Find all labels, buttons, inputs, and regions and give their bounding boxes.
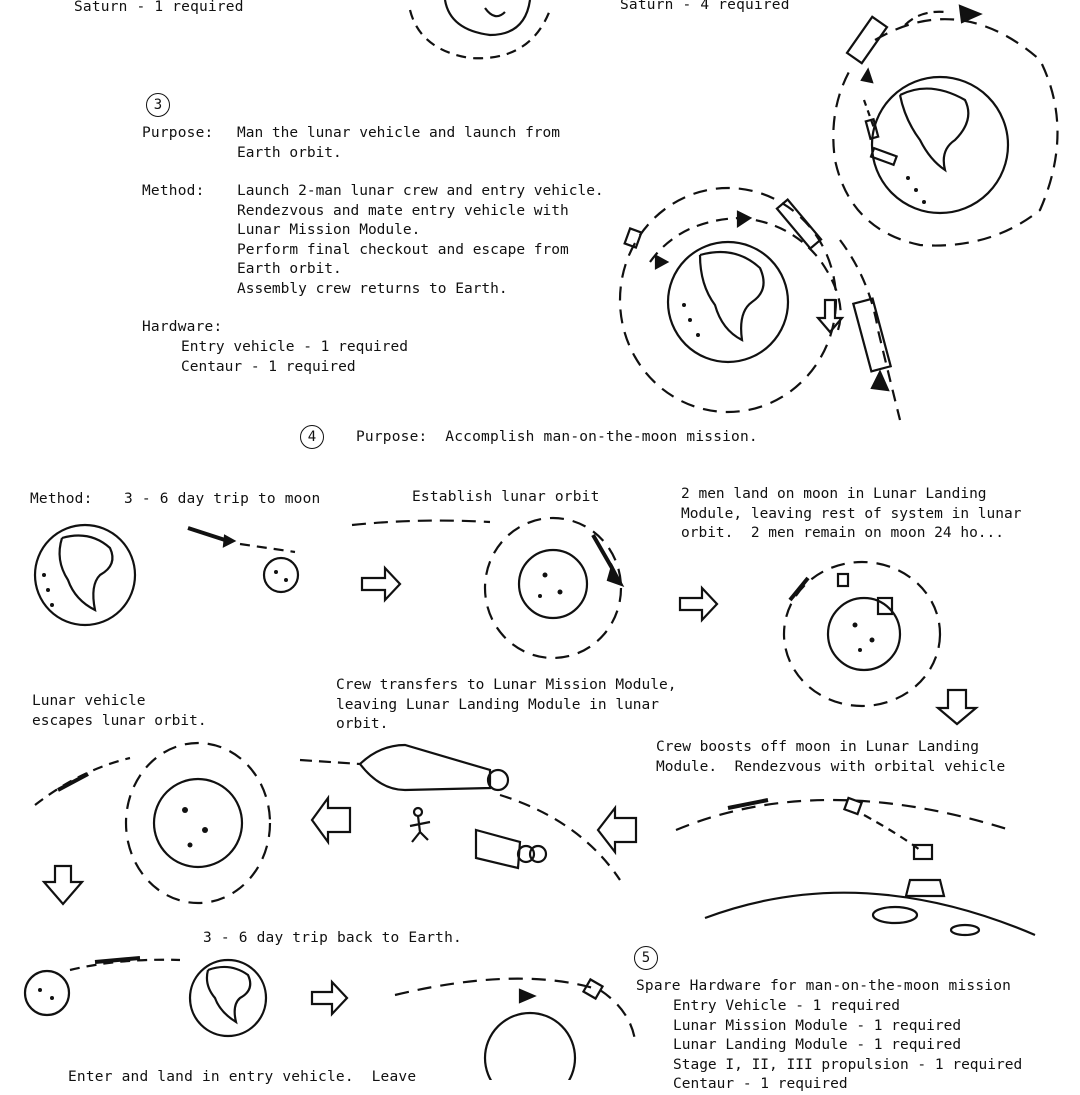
step3-hardware-list: Entry vehicle - 1 required Centaur - 1 r… bbox=[181, 339, 408, 375]
step3-method-label: Method: bbox=[142, 183, 205, 199]
flow-arrow-left-2 bbox=[596, 804, 638, 856]
lunar-orbit-drawing bbox=[351, 516, 625, 660]
step3-hardware-label: Hardware: bbox=[142, 319, 223, 335]
step3-purpose-label: Purpose: bbox=[142, 125, 214, 141]
step4-method-label: Method: bbox=[30, 491, 93, 507]
step3-earth-drawing bbox=[618, 186, 902, 421]
top-right-hardware: Saturn - 4 required bbox=[620, 0, 790, 13]
reentry-drawing bbox=[394, 977, 637, 1080]
step4-number: 4 bbox=[300, 425, 324, 449]
step4-purpose: Purpose: Accomplish man-on-the-moon miss… bbox=[356, 429, 758, 445]
step5-number: 5 bbox=[634, 946, 658, 970]
flow-arrow-down-1 bbox=[934, 688, 980, 726]
flow-arrow-right-1 bbox=[360, 565, 402, 603]
step3-purpose-text: Man the lunar vehicle and launch from Ea… bbox=[237, 125, 561, 161]
top-left-hardware: Saturn - 1 required bbox=[74, 0, 244, 15]
flow-arrow-right-2 bbox=[678, 585, 719, 623]
top-earth-orbit-drawing bbox=[408, 0, 552, 60]
transfer-drawing bbox=[299, 743, 621, 881]
step3-number: 3 bbox=[146, 93, 170, 117]
transfer-description: Crew transfers to Lunar Mission Module, … bbox=[336, 677, 677, 732]
flow-arrow-left-1 bbox=[310, 794, 352, 846]
step3-method-text: Launch 2-man lunar crew and entry vehicl… bbox=[237, 183, 604, 297]
escape-drawing bbox=[34, 741, 272, 905]
trip-back-label: 3 - 6 day trip back to Earth. bbox=[203, 930, 462, 946]
flow-arrow-right-3 bbox=[310, 979, 349, 1017]
return-trip-drawing bbox=[23, 956, 268, 1038]
flow-arrow-down-2 bbox=[41, 864, 85, 906]
step5-title: Spare Hardware for man-on-the-moon missi… bbox=[636, 978, 1012, 994]
escape-description: Lunar vehicle escapes lunar orbit. bbox=[32, 693, 207, 729]
outbound-trip-drawing bbox=[33, 523, 300, 627]
boost-description: Crew boosts off moon in Lunar Landing Mo… bbox=[656, 739, 1006, 775]
landing-description: 2 men land on moon in Lunar Landing Modu… bbox=[681, 486, 1022, 541]
boost-drawing bbox=[675, 796, 1036, 937]
enter-description-partial: Enter and land in entry vehicle. Leave bbox=[68, 1069, 417, 1085]
trip-out-label: 3 - 6 day trip to moon bbox=[124, 491, 321, 507]
lunar-orbit-label: Establish lunar orbit bbox=[412, 489, 600, 505]
landing-drawing bbox=[782, 560, 942, 708]
top-right-earth-drawing bbox=[832, 4, 1059, 247]
